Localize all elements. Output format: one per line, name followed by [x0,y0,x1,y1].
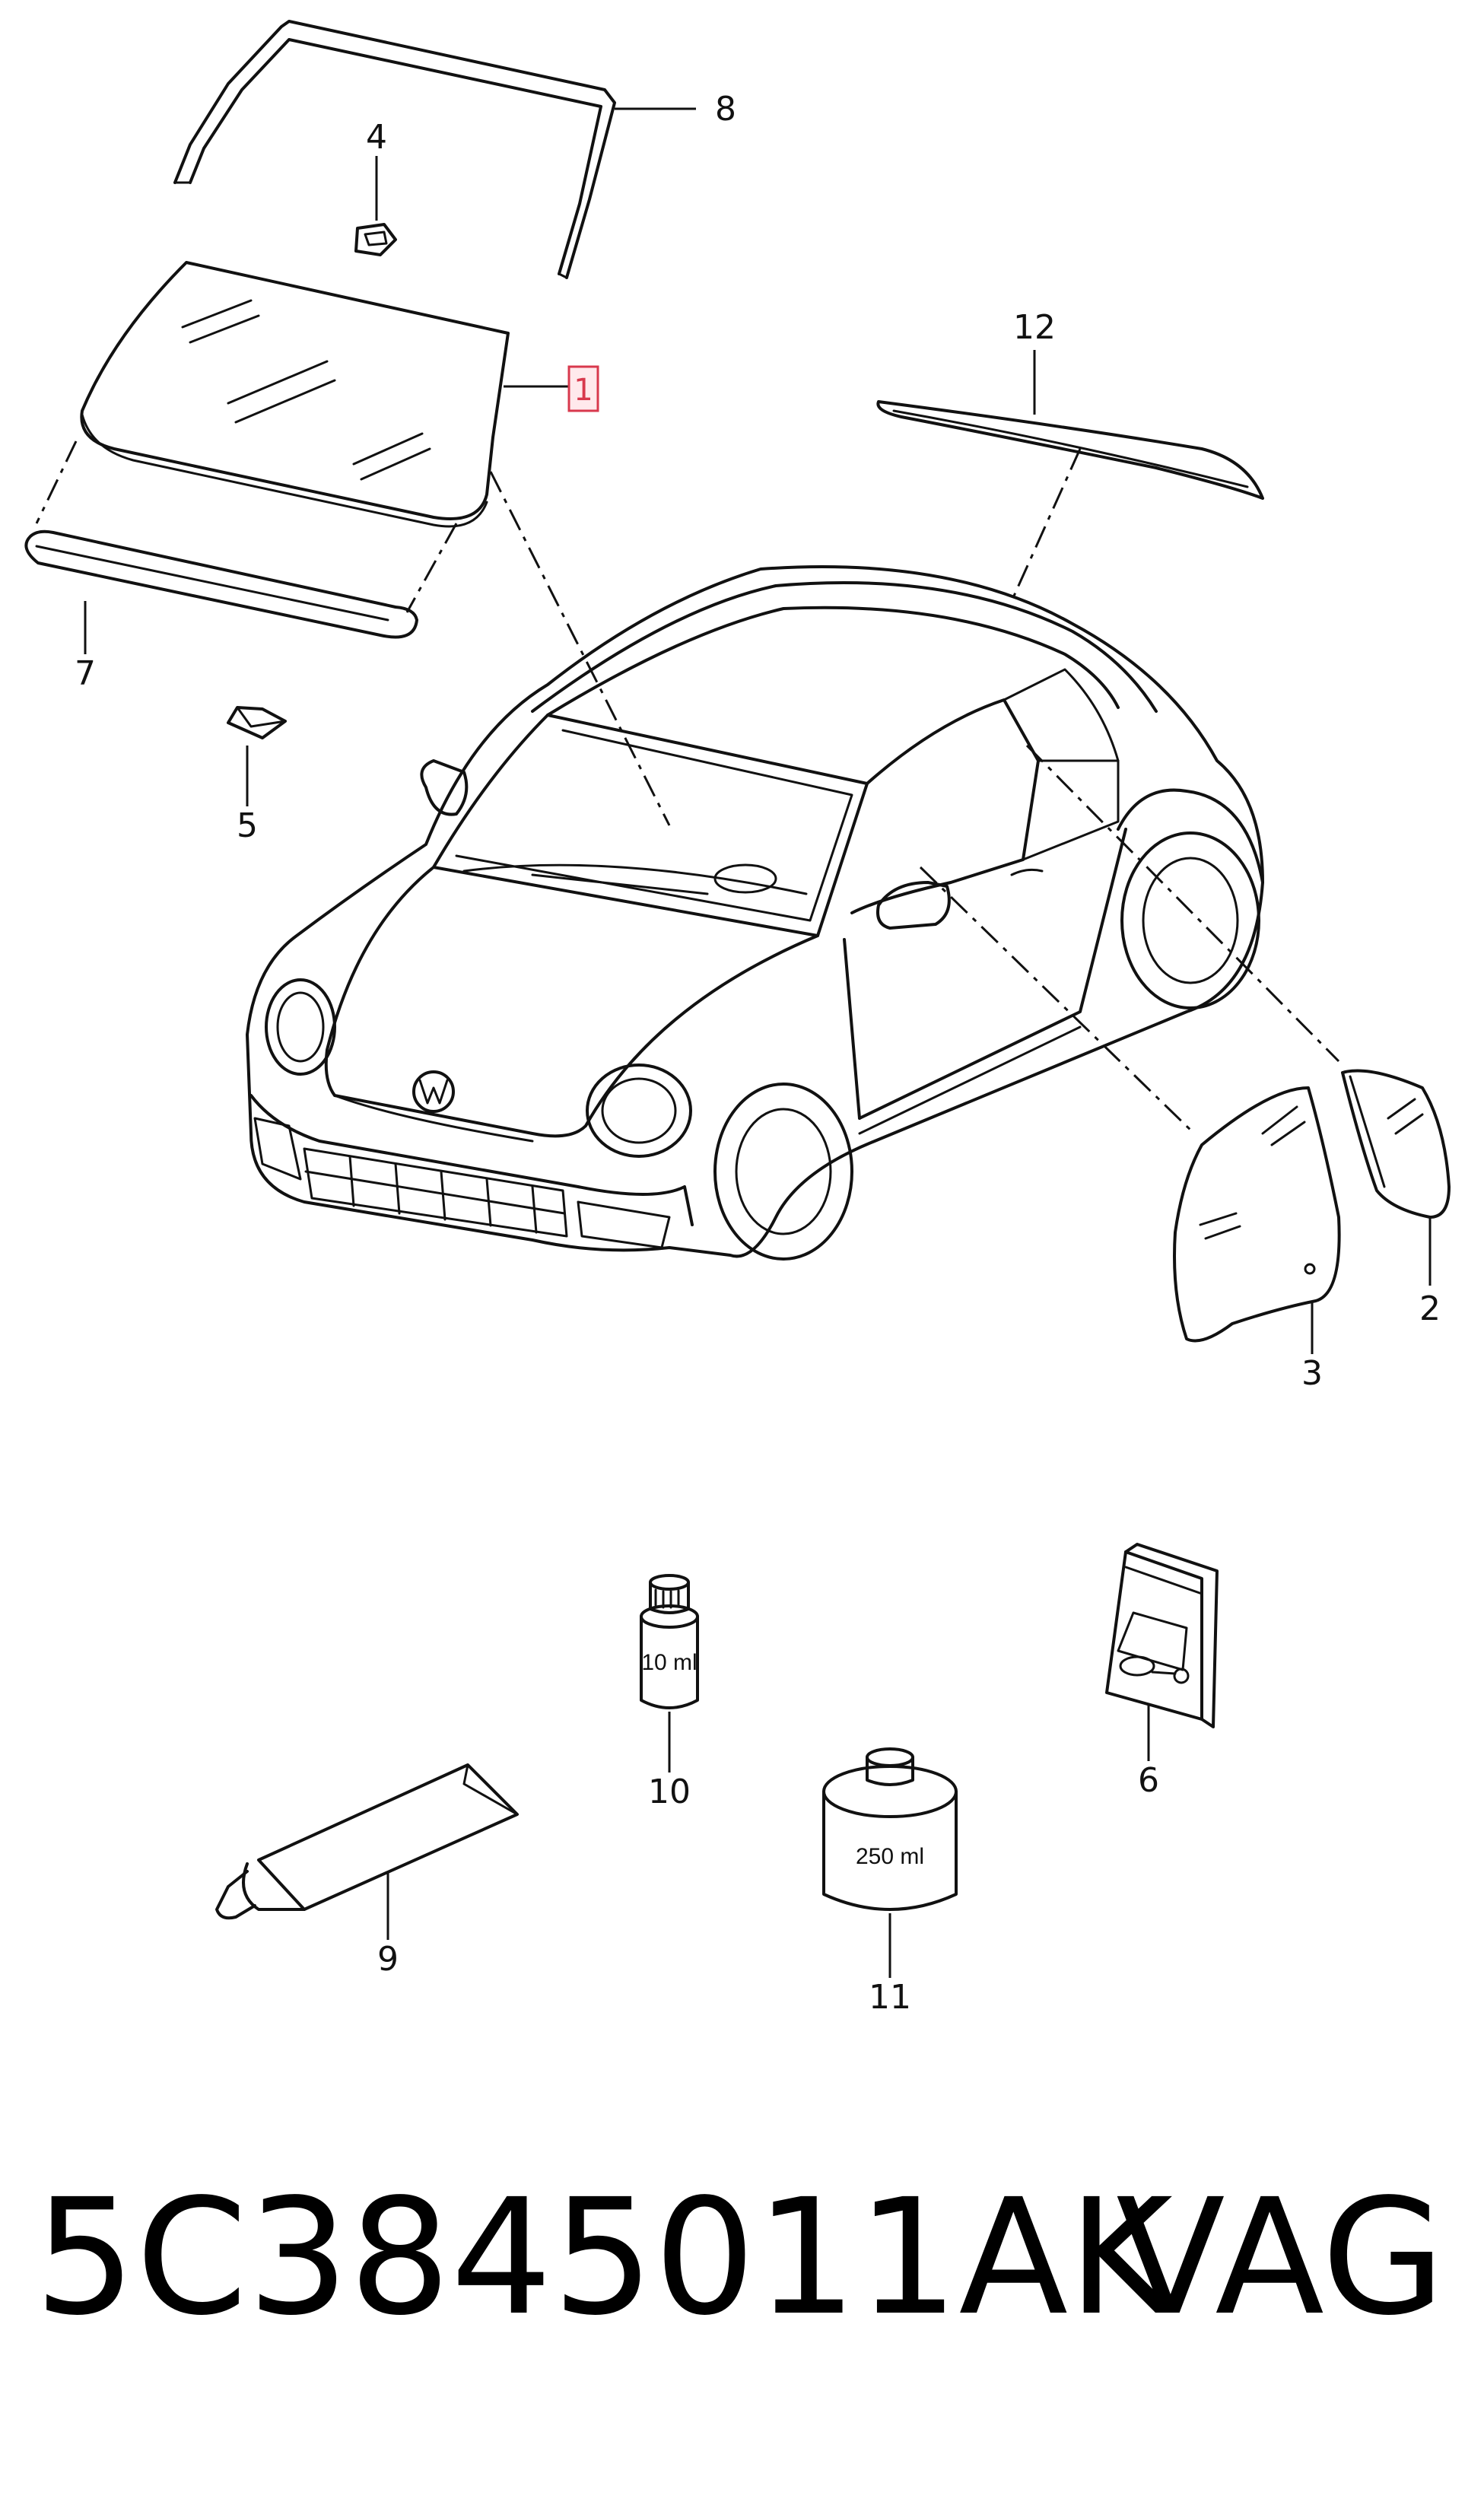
callout-2[interactable]: 2 [1419,1289,1441,1328]
callout-5[interactable]: 5 [237,806,258,845]
selected-callout-box[interactable]: 1 [567,365,599,412]
callout-7[interactable]: 7 [75,654,96,693]
part-10-small-bottle[interactable]: 10 ml [640,1574,699,1709]
callout-10[interactable]: 10 [648,1773,691,1811]
brand-label: VAG [1116,2164,1445,2351]
part-5-wedge-clip[interactable] [227,706,287,739]
part-7-lower-seal[interactable] [24,529,418,639]
part-11-large-bottle[interactable]: 250 ml [822,1747,958,1911]
part-1-windshield[interactable] [80,261,510,528]
callout-3[interactable]: 3 [1301,1354,1323,1393]
part-2-quarter-glass[interactable] [1341,1069,1451,1219]
callout-11[interactable]: 11 [869,1978,911,2017]
callout-8[interactable]: 8 [715,90,736,129]
part-4-clip[interactable] [354,223,397,256]
callout-4[interactable]: 4 [366,118,387,157]
part-number: 5C3845011AK [34,2164,1177,2351]
part-8-roof-trim[interactable] [173,20,616,279]
callout-6[interactable]: 6 [1138,1761,1159,1800]
svg-text:1: 1 [574,373,593,408]
callout-12[interactable]: 12 [1013,308,1056,347]
part-12-rear-window[interactable] [876,400,1264,500]
part-9-adhesive-tube[interactable] [215,1763,519,1920]
part-6-primer-kit[interactable] [1105,1543,1219,1728]
car-body [246,565,1264,1261]
callout-9[interactable]: 9 [377,1940,399,1979]
part-3-door-glass[interactable] [1173,1086,1341,1343]
svg-text:250 ml: 250 ml [856,1844,924,1869]
svg-text:10 ml: 10 ml [641,1650,697,1675]
